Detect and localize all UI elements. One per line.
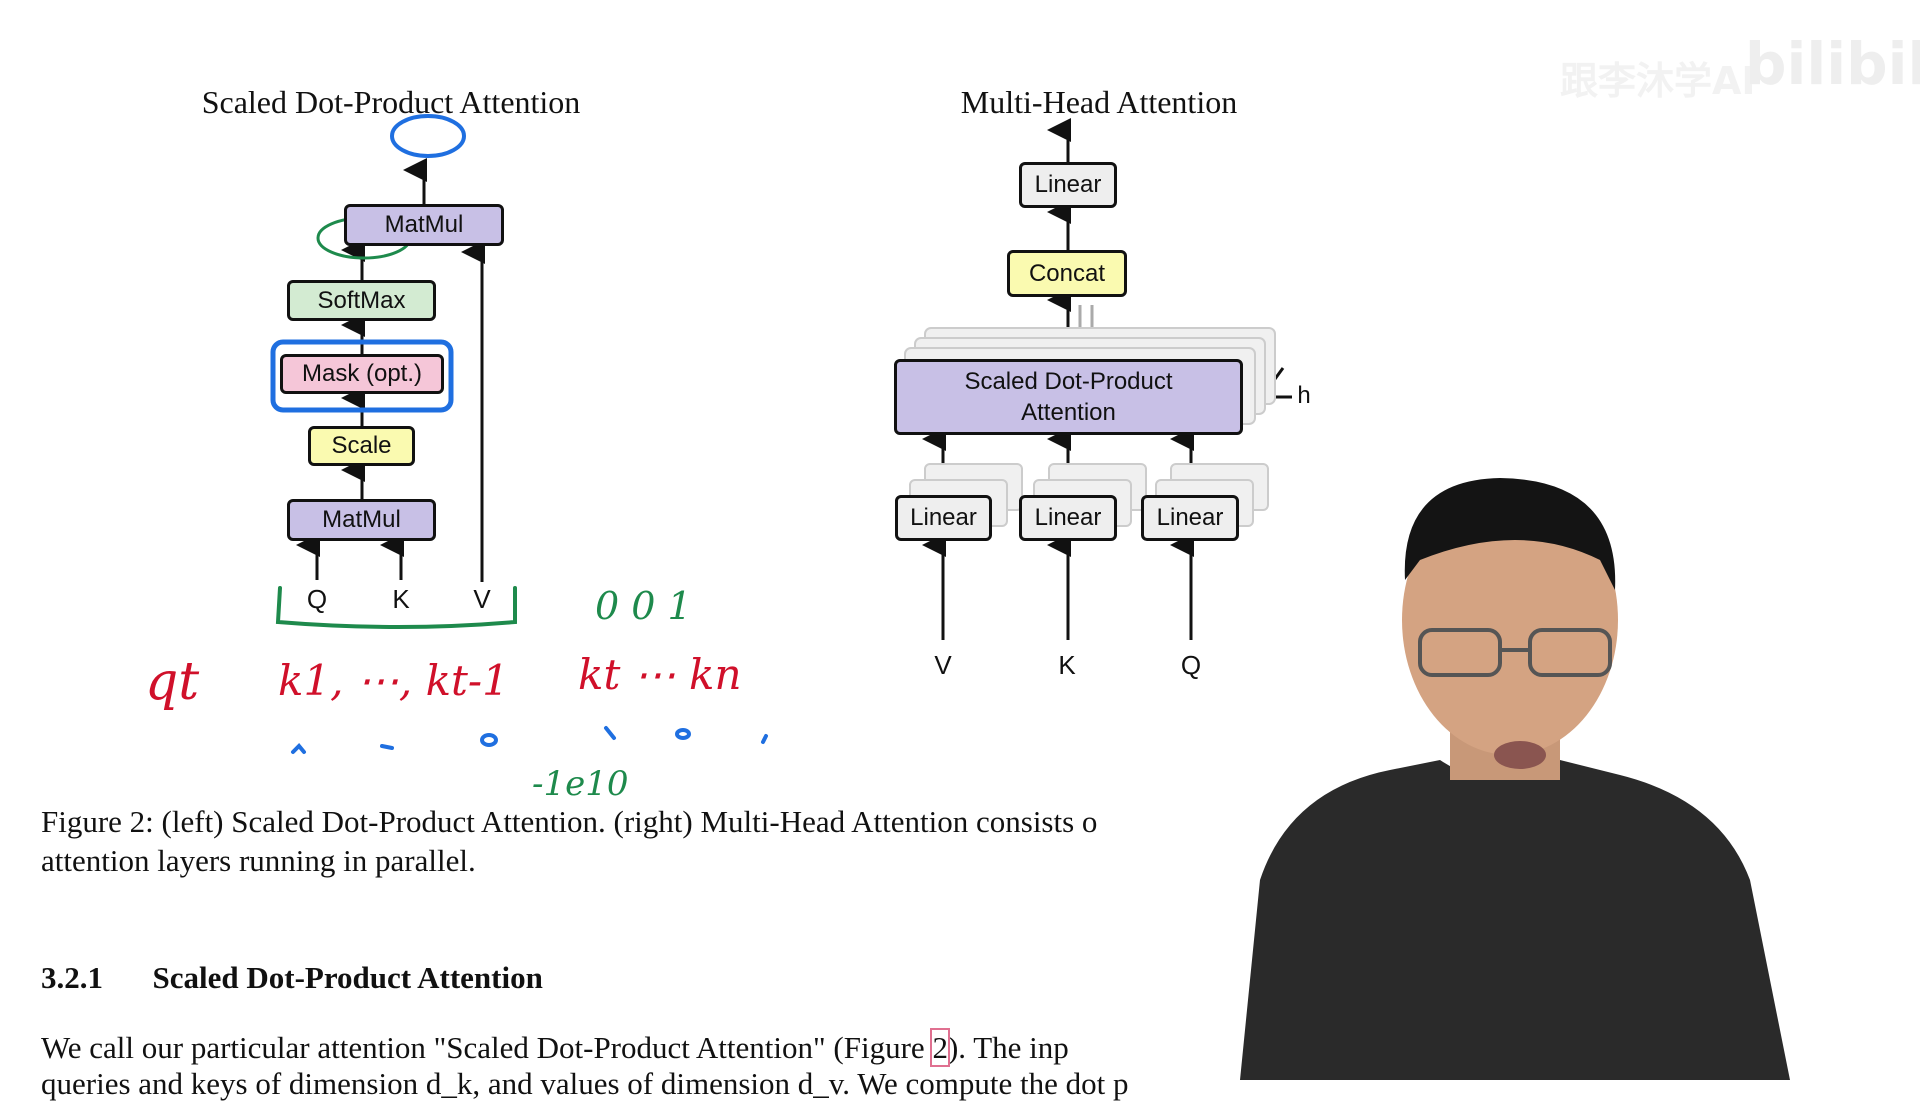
softmax-box: SoftMax bbox=[287, 280, 436, 321]
scale-box: Scale bbox=[308, 426, 415, 466]
right-diagram-title: Multi-Head Attention bbox=[960, 84, 1238, 120]
sdpa-label-line1: Scaled Dot-Product bbox=[964, 367, 1173, 395]
input-k-label: K bbox=[392, 584, 410, 614]
section-title: Scaled Dot-Product Attention bbox=[152, 960, 543, 995]
matmul-bottom-box: MatMul bbox=[287, 499, 436, 541]
linear-top-box: Linear bbox=[1019, 162, 1117, 208]
input-k-label-right: K bbox=[1058, 650, 1076, 680]
figure-caption-line1: Figure 2: (left) Scaled Dot-Product Atte… bbox=[41, 804, 1098, 839]
sdpa-box: Scaled Dot-Product Attention bbox=[894, 359, 1243, 435]
linear-k-box: Linear bbox=[1019, 495, 1117, 541]
annotation-keys-before: k1, ⋯, kt-1 bbox=[278, 656, 509, 705]
annotation-query: qt bbox=[145, 652, 200, 712]
input-v-label-right: V bbox=[934, 650, 952, 680]
input-q-label: Q bbox=[306, 584, 328, 614]
left-diagram-title: Scaled Dot-Product Attention bbox=[201, 84, 581, 120]
sdpa-label-line2: Attention bbox=[1021, 399, 1116, 426]
figure-ref-link[interactable]: 2 bbox=[930, 1028, 950, 1067]
annotation-keys-after: kt ⋯ kn bbox=[578, 650, 742, 699]
section-number: 3.2.1 bbox=[41, 960, 103, 995]
section-heading: 3.2.1 Scaled Dot-Product Attention bbox=[41, 960, 543, 996]
paragraph-text-cont: ). The inp bbox=[947, 1030, 1069, 1065]
input-v-label: V bbox=[473, 584, 491, 614]
paragraph-text: We call our particular attention "Scaled… bbox=[41, 1030, 933, 1065]
concat-box: Concat bbox=[1007, 250, 1127, 297]
mask-box: Mask (opt.) bbox=[280, 354, 444, 394]
figure-caption-line2: attention layers running in parallel. bbox=[41, 843, 476, 878]
linear-v-box: Linear bbox=[895, 495, 992, 541]
annotation-green-marks: 0 0 1 bbox=[595, 584, 692, 628]
paragraph-line1: We call our particular attention "Scaled… bbox=[41, 1028, 1069, 1067]
input-q-label-right: Q bbox=[1180, 650, 1202, 680]
watermark-channel: 跟李沐学AI bbox=[1560, 59, 1756, 103]
heads-label: h bbox=[1297, 382, 1311, 409]
linear-q-box: Linear bbox=[1141, 495, 1239, 541]
matmul-top-box: MatMul bbox=[344, 204, 504, 246]
annotation-value-note: -1e10 bbox=[532, 764, 629, 804]
bilibili-logo: bilibili bbox=[1745, 30, 1920, 98]
